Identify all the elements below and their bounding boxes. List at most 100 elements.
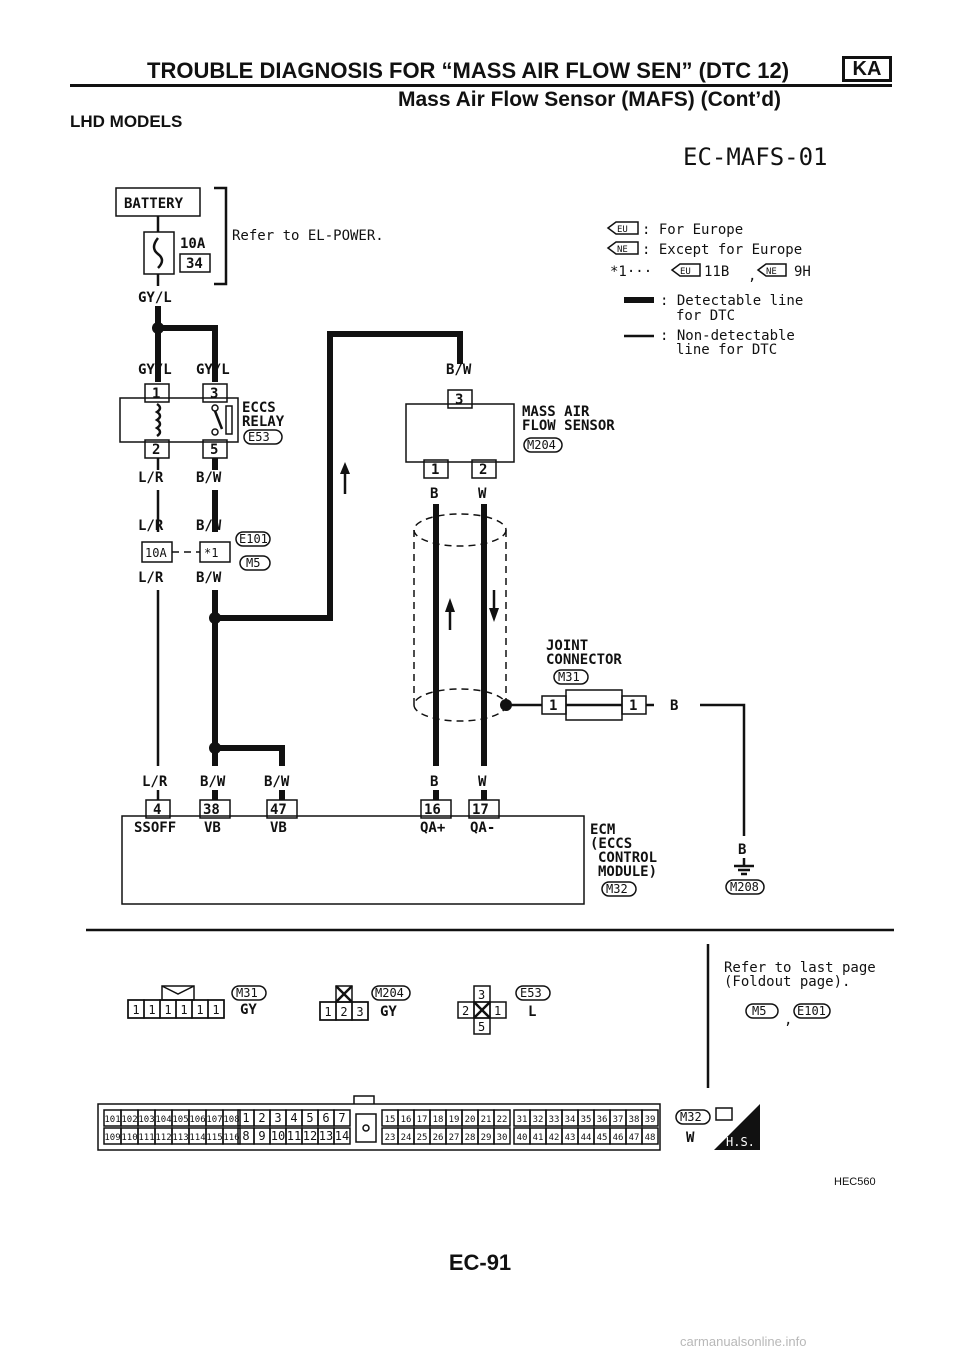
ecm-pin-16-box — [420, 799, 452, 819]
legend-ne-code: NE — [617, 245, 628, 255]
m31-pin-1: 1 — [196, 1003, 203, 1017]
m32-pin-45: 45 — [597, 1133, 608, 1143]
star-ne-tag — [756, 263, 787, 277]
mafs-code-tag — [523, 437, 563, 453]
ecm-pin-47: 47 — [270, 802, 287, 818]
m32-pin-15: 15 — [385, 1115, 396, 1125]
m32-pin-37: 37 — [613, 1115, 624, 1125]
e53-code-tag — [515, 985, 551, 1001]
relay-code: E53 — [248, 430, 270, 444]
wire-color-b-w-3: B/W — [196, 570, 222, 586]
ecm-code-tag — [601, 881, 637, 897]
mafs-pin3-box — [447, 389, 473, 409]
engine-badge: KA — [842, 56, 892, 82]
ground-code: M208 — [730, 880, 759, 894]
ecm-term-vb-2: VB — [270, 820, 287, 836]
joint-pin-r: 1 — [629, 698, 637, 714]
figure-id: HEC560 — [834, 1176, 876, 1188]
m32-pin-115: 115 — [206, 1133, 222, 1143]
page-header-subtitle: Mass Air Flow Sensor (MAFS) (Cont’d) — [398, 88, 782, 111]
ecm-term-vb-1: VB — [204, 820, 221, 836]
m32-pin-box — [493, 1127, 511, 1145]
inline-code2: M5 — [246, 556, 260, 570]
m204-code-tag — [371, 985, 411, 1001]
m32-pin-10: 10 — [271, 1129, 285, 1143]
e53-pin-5: 5 — [478, 1020, 485, 1034]
joint-code: M31 — [558, 670, 580, 684]
m31-key-mark — [161, 985, 195, 995]
m32-pin-33: 33 — [549, 1115, 560, 1125]
refer-sep: , — [784, 1012, 792, 1028]
m32-pin-24: 24 — [401, 1133, 412, 1143]
legend-star-sep: , — [748, 268, 756, 284]
m32-pin-46: 46 — [613, 1133, 624, 1143]
m32-pin-106: 106 — [189, 1115, 205, 1125]
m32-pin-11: 11 — [287, 1129, 301, 1143]
legend-nondetect-1: : Non-detectable — [660, 328, 795, 344]
relay-pin5: 5 — [210, 442, 218, 458]
wire-b-w-to-ecm47 — [215, 745, 285, 766]
e53-pin-1: 1 — [494, 1004, 501, 1018]
wire-b-w-to-mafs — [215, 331, 463, 621]
m32-pin-9: 9 — [258, 1129, 265, 1143]
legend-star-eu: 11B — [704, 264, 729, 280]
refer-foldout-1: Refer to last page — [724, 960, 876, 976]
wire-color-b-w-1: B/W — [196, 470, 222, 486]
mafs-body — [405, 403, 515, 463]
m32-code-tag — [675, 1109, 711, 1125]
legend-eu-code: EU — [617, 225, 628, 235]
m32-pin-32: 32 — [533, 1115, 544, 1125]
mafs-code: M204 — [527, 438, 556, 452]
m32-pin-40: 40 — [517, 1133, 528, 1143]
refer-code1: M5 — [752, 1004, 766, 1018]
refer-code1-tag — [745, 1003, 779, 1019]
m32-pin-112: 112 — [155, 1133, 171, 1143]
ecm-pin-38-box — [199, 799, 231, 819]
ecm-body — [121, 815, 585, 905]
legend-star-prefix: *1··· — [610, 264, 652, 280]
hs-label: H.S. — [726, 1135, 755, 1149]
m32-pin-39: 39 — [645, 1115, 656, 1125]
mafs-label-2: FLOW SENSOR — [522, 418, 615, 434]
m32-pin-110: 110 — [121, 1133, 137, 1143]
m32-pin-19: 19 — [449, 1115, 460, 1125]
m32-pin-18: 18 — [433, 1115, 444, 1125]
ecm-term-qa-plus: QA+ — [420, 820, 445, 836]
m32-pin-5: 5 — [306, 1111, 313, 1125]
m32-face — [97, 1103, 661, 1151]
battery-label: BATTERY — [124, 196, 184, 212]
m32-pin-102: 102 — [121, 1115, 137, 1125]
m32-pin-4: 4 — [290, 1111, 297, 1125]
m32-lock — [355, 1113, 377, 1143]
relay-pin3-box — [202, 383, 228, 403]
mafs-pin1-box — [423, 459, 449, 479]
shield-top — [413, 513, 507, 547]
m32-pin-47: 47 — [629, 1133, 640, 1143]
ecm-term-qa-minus: QA- — [470, 820, 495, 836]
m31-pin-1: 1 — [180, 1003, 187, 1017]
e53-pin-2: 2 — [462, 1004, 469, 1018]
relay-pin1-box — [144, 383, 170, 403]
ecm-pin-38: 38 — [203, 802, 220, 818]
mafs-pin2-box — [471, 459, 497, 479]
ecm-code: M32 — [606, 882, 628, 896]
fuse-no: 34 — [186, 256, 203, 272]
m32-pin-box — [641, 1127, 659, 1145]
legend-ne-text: : Except for Europe — [642, 242, 802, 258]
wire-color-l-r-1: L/R — [138, 470, 164, 486]
wire-color-b-ecm16: B — [430, 774, 438, 790]
m204-color: GY — [380, 1004, 397, 1020]
e53-pin-3: 3 — [478, 988, 485, 1002]
m32-pin-16: 16 — [401, 1115, 412, 1125]
m32-code: M32 — [680, 1110, 702, 1124]
relay-label-2: RELAY — [242, 414, 285, 430]
mafs-pin2: 2 — [479, 462, 487, 478]
ecm-pin-4-box — [145, 799, 171, 819]
wire-color-b-ground: B — [738, 842, 746, 858]
wire-color-w-ecm17: W — [478, 774, 487, 790]
arrow-up-icon — [445, 598, 455, 612]
m32-pin-48: 48 — [645, 1133, 656, 1143]
m32-pin-14: 14 — [335, 1129, 349, 1143]
